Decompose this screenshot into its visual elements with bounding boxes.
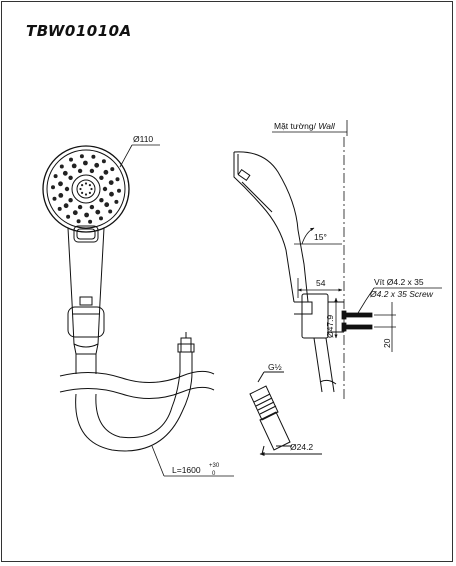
nozzle-dot — [64, 186, 70, 192]
nozzle-dot — [83, 160, 88, 166]
nozzle-dot — [59, 164, 64, 169]
model-title: TBW01010A — [26, 22, 132, 40]
nozzle-dot — [115, 177, 120, 182]
nozzle-dot — [99, 175, 104, 180]
screw-label-en: Ø4.2 x 35 Screw — [369, 289, 434, 299]
nozzle-dot — [88, 219, 93, 224]
nozzle-dot — [109, 191, 114, 197]
nozzle-dot — [94, 162, 100, 168]
nozzle-dot — [84, 212, 89, 218]
nozzle-dot — [91, 154, 96, 159]
nozzle-dot — [108, 180, 114, 186]
hose-nut-detail — [249, 371, 322, 456]
front-view-bracket — [67, 296, 105, 338]
thread-label: G½ — [268, 362, 282, 372]
nozzle-dot — [77, 168, 83, 174]
nozzle-dot — [110, 167, 115, 172]
wall-line — [272, 120, 348, 402]
nozzle-dot — [72, 210, 78, 216]
head-diameter-label: Ø110 — [133, 134, 153, 144]
nozzle-dot — [89, 204, 95, 210]
front-view-shower-head — [42, 145, 130, 233]
nozzle-dot — [62, 170, 68, 176]
nozzle-dot — [84, 193, 88, 196]
head-diameter-dim — [119, 144, 160, 168]
side-view-shower — [233, 151, 344, 393]
nozzle-dot — [58, 193, 64, 198]
nozzle-dot — [103, 169, 109, 175]
nozzle-dot — [90, 187, 93, 191]
nozzle-dot — [68, 175, 73, 180]
screw-label-vn: Vít Ø4.2 x 35 — [374, 277, 424, 287]
nozzle-dot — [108, 209, 113, 214]
nozzle-dot — [53, 174, 58, 179]
offset-label: 54 — [316, 278, 326, 288]
front-view-handle — [67, 225, 105, 355]
nozzle-dot — [71, 163, 77, 169]
nozzle-dot — [89, 168, 95, 174]
nozzle-dot — [68, 198, 73, 203]
angle-label: 15° — [314, 232, 327, 242]
nozzle-dot — [101, 159, 106, 164]
bracket-depth-label: 20 — [382, 338, 392, 348]
screw-leader — [357, 287, 442, 314]
nozzle-dot — [63, 203, 69, 209]
nozzle-dot — [52, 196, 57, 201]
nozzle-dot — [117, 188, 121, 193]
nozzle-dot — [51, 185, 55, 190]
hose — [59, 332, 215, 452]
nozzle-dot — [76, 219, 81, 224]
hose-tolerance-lower: 0 — [212, 471, 216, 477]
nozzle-dot — [84, 182, 88, 185]
nozzle-dot — [69, 157, 73, 162]
bracket-depth-dim — [374, 302, 396, 352]
nut-diameter-label: Ø24.2 — [290, 442, 313, 452]
hose-length-dim — [151, 445, 234, 477]
nozzle-dot — [95, 209, 101, 215]
nozzle-dot — [81, 191, 84, 194]
hose-length-label: L=1600 — [172, 465, 201, 475]
nozzle-dot — [81, 184, 84, 187]
nozzle-dot — [88, 191, 91, 194]
hose-tolerance-upper: +30 — [209, 463, 220, 469]
nozzle-pattern — [51, 154, 121, 224]
offset-dim — [297, 278, 343, 298]
nozzle-dot — [77, 204, 83, 210]
wall-label-vn: Mặt tường/ Wall — [274, 121, 336, 131]
nozzle-dot — [114, 199, 119, 204]
nozzle-dot — [57, 206, 62, 211]
bracket-diameter-label: Ø47.9 — [325, 315, 335, 338]
nozzle-dot — [79, 154, 84, 159]
nozzle-dot — [104, 202, 110, 208]
wall-screws — [341, 310, 373, 332]
nozzle-dot — [99, 216, 103, 221]
nozzle-dot — [58, 181, 63, 187]
nozzle-dot — [88, 184, 91, 187]
nozzle-dot — [79, 187, 82, 191]
nozzle-dot — [66, 214, 71, 219]
nozzle-dot — [102, 186, 108, 192]
nozzle-dot — [99, 198, 104, 203]
angle-dim — [294, 227, 342, 245]
